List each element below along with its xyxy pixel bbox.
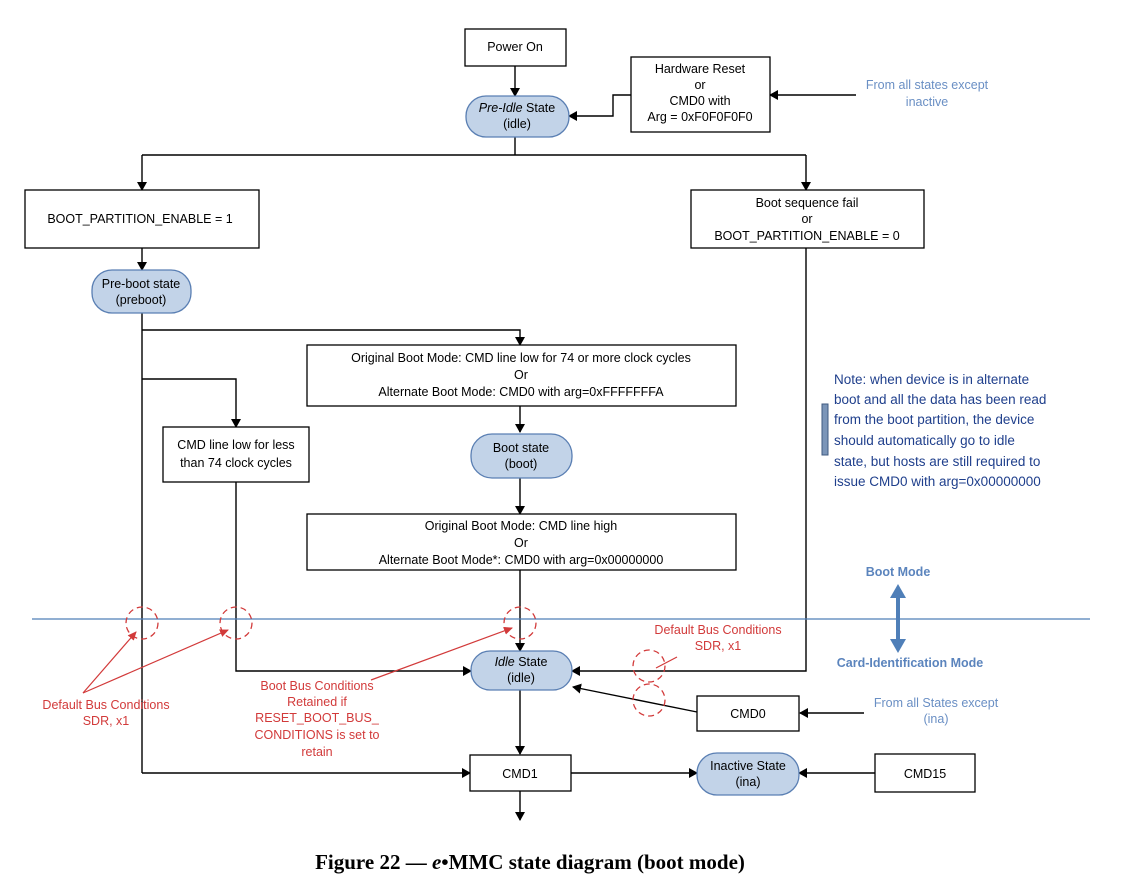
svg-text:SDR, x1: SDR, x1: [695, 639, 742, 653]
svg-text:CMD1: CMD1: [502, 767, 537, 781]
boot-sequence-fail-box: Boot sequence fail or BOOT_PARTITION_ENA…: [690, 189, 925, 249]
inactive-state: Inactive State (ina): [696, 752, 800, 796]
note-block: Note: when device is in alternate boot a…: [821, 372, 1046, 489]
svg-text:Original Boot Mode: CMD line h: Original Boot Mode: CMD line high: [425, 519, 617, 533]
svg-text:(preboot): (preboot): [116, 293, 167, 307]
annot-arrow-left-1: [82, 631, 137, 694]
cmd15-box: CMD15: [874, 753, 976, 793]
svg-text:boot and all the data has been: boot and all the data has been read: [834, 392, 1046, 407]
power-on-box: Power On: [464, 28, 567, 67]
svg-text:or: or: [694, 78, 705, 92]
svg-text:Boot sequence fail: Boot sequence fail: [756, 196, 859, 210]
cmd-line-low-less-box: CMD line low for less than 74 clock cycl…: [162, 426, 310, 483]
bus-circle-idle-1: [632, 649, 666, 683]
svg-text:RESET_BOOT_BUS_: RESET_BOOT_BUS_: [255, 711, 380, 725]
svg-text:SDR, x1: SDR, x1: [83, 714, 130, 728]
pre-boot-state: Pre-boot state (preboot): [91, 269, 192, 314]
svg-text:Or: Or: [514, 368, 528, 382]
svg-text:BOOT_PARTITION_ENABLE = 0: BOOT_PARTITION_ENABLE = 0: [714, 229, 899, 243]
hardware-reset-box: Hardware Reset or CMD0 with Arg = 0xF0F0…: [630, 56, 771, 133]
svg-text:Inactive State: Inactive State: [710, 759, 786, 773]
figure-caption: Figure 22 — e•MMC state diagram (boot mo…: [315, 850, 745, 874]
svg-text:Idle State: Idle State: [495, 655, 548, 669]
svg-text:CMD line low for less: CMD line low for less: [177, 438, 294, 452]
mode-double-arrow-icon: [890, 584, 906, 653]
cmd0-box: CMD0: [696, 695, 800, 732]
pre-idle-state: Pre-Idle State (idle): [465, 95, 570, 138]
svg-text:CMD15: CMD15: [904, 767, 946, 781]
svg-text:Default Bus Conditions: Default Bus Conditions: [654, 623, 781, 637]
svg-text:(idle): (idle): [507, 671, 535, 685]
connectors: [137, 66, 875, 821]
svg-text:Pre-Idle State: Pre-Idle State: [479, 101, 555, 115]
svg-text:CMD0 with: CMD0 with: [669, 94, 730, 108]
svg-text:Original Boot Mode: CMD line l: Original Boot Mode: CMD line low for 74 …: [351, 351, 691, 365]
svg-text:from the boot partition, the d: from the boot partition, the device: [834, 412, 1034, 427]
bus-circle-preboot: [125, 606, 159, 640]
svg-text:Arg = 0xF0F0F0F0: Arg = 0xF0F0F0F0: [647, 110, 752, 124]
arrow-cmd0-idle: [572, 683, 698, 713]
svg-text:From all States except: From all States except: [874, 696, 999, 710]
svg-text:issue CMD0 with arg=0x00000000: issue CMD0 with arg=0x00000000: [834, 474, 1041, 489]
idle-state: Idle State (idle): [470, 650, 573, 691]
cmd1-box: CMD1: [469, 754, 572, 792]
mode-divider: Boot Mode Card-Identification Mode: [32, 565, 1090, 670]
from-all-states-except-ina-label: From all States except (ina): [874, 696, 999, 726]
bus-condition-annotations: Default Bus Conditions SDR, x1 Boot Bus …: [42, 606, 782, 759]
svg-text:(ina): (ina): [735, 775, 760, 789]
svg-text:than 74 clock cycles: than 74 clock cycles: [180, 456, 292, 470]
svg-text:retain: retain: [301, 745, 332, 759]
svg-text:Power On: Power On: [487, 40, 543, 54]
original-boot-mode-high-box: Original Boot Mode: CMD line high Or Alt…: [306, 513, 737, 571]
svg-text:Pre-boot state: Pre-boot state: [102, 277, 181, 291]
bus-circle-boot: [503, 606, 537, 640]
svg-text:BOOT_PARTITION_ENABLE = 1: BOOT_PARTITION_ENABLE = 1: [47, 212, 232, 226]
svg-text:From all states except: From all states except: [866, 78, 989, 92]
boot-state: Boot state (boot): [470, 433, 573, 479]
arrow-to-origbootmode: [142, 329, 525, 346]
svg-text:Default Bus Conditions: Default Bus Conditions: [42, 698, 169, 712]
svg-text:Alternate Boot Mode*: CMD0 wit: Alternate Boot Mode*: CMD0 with arg=0x00…: [379, 553, 664, 567]
card-identification-mode-label: Card-Identification Mode: [837, 656, 984, 670]
boot-mode-label: Boot Mode: [866, 565, 931, 579]
svg-text:inactive: inactive: [906, 95, 948, 109]
boot-partition-enable-1-box: BOOT_PARTITION_ENABLE = 1: [24, 189, 260, 249]
svg-text:(boot): (boot): [505, 457, 538, 471]
bus-circle-cmdlow: [219, 606, 253, 640]
original-boot-mode-box: Original Boot Mode: CMD line low for 74 …: [306, 344, 737, 407]
svg-text:Or: Or: [514, 536, 528, 550]
svg-text:Boot state: Boot state: [493, 441, 549, 455]
arrow-to-cmdlowless: [142, 378, 241, 428]
svg-text:Boot Bus Conditions: Boot Bus Conditions: [260, 679, 373, 693]
svg-text:or: or: [801, 212, 812, 226]
arrow-hwreset-preidle: [568, 94, 631, 121]
svg-text:Note: when device is in altern: Note: when device is in alternate: [834, 372, 1029, 387]
svg-text:state, but hosts are still req: state, but hosts are still required to: [834, 454, 1040, 469]
svg-text:Retained if: Retained if: [287, 695, 347, 709]
svg-text:Alternate Boot Mode: CMD0 with: Alternate Boot Mode: CMD0 with arg=0xFFF…: [378, 385, 664, 399]
annot-arrow-retained: [370, 627, 513, 681]
note-marker: [821, 403, 829, 456]
arrow-cmdlowless-idle: [235, 482, 472, 676]
arrow-bootseqfail-idle: [571, 248, 807, 676]
annot-line-right: [655, 656, 678, 669]
annot-arrow-left-2: [82, 629, 229, 694]
svg-text:Hardware Reset: Hardware Reset: [655, 62, 746, 76]
svg-text:CONDITIONS is set to: CONDITIONS is set to: [254, 728, 379, 742]
svg-text:(idle): (idle): [503, 117, 531, 131]
svg-text:(ina): (ina): [923, 712, 948, 726]
from-all-states-except-inactive-label: From all states except inactive: [866, 78, 989, 109]
svg-text:should automatically go to idl: should automatically go to idle: [834, 433, 1015, 448]
svg-text:CMD0: CMD0: [730, 707, 765, 721]
bus-circle-idle-2: [632, 683, 666, 717]
